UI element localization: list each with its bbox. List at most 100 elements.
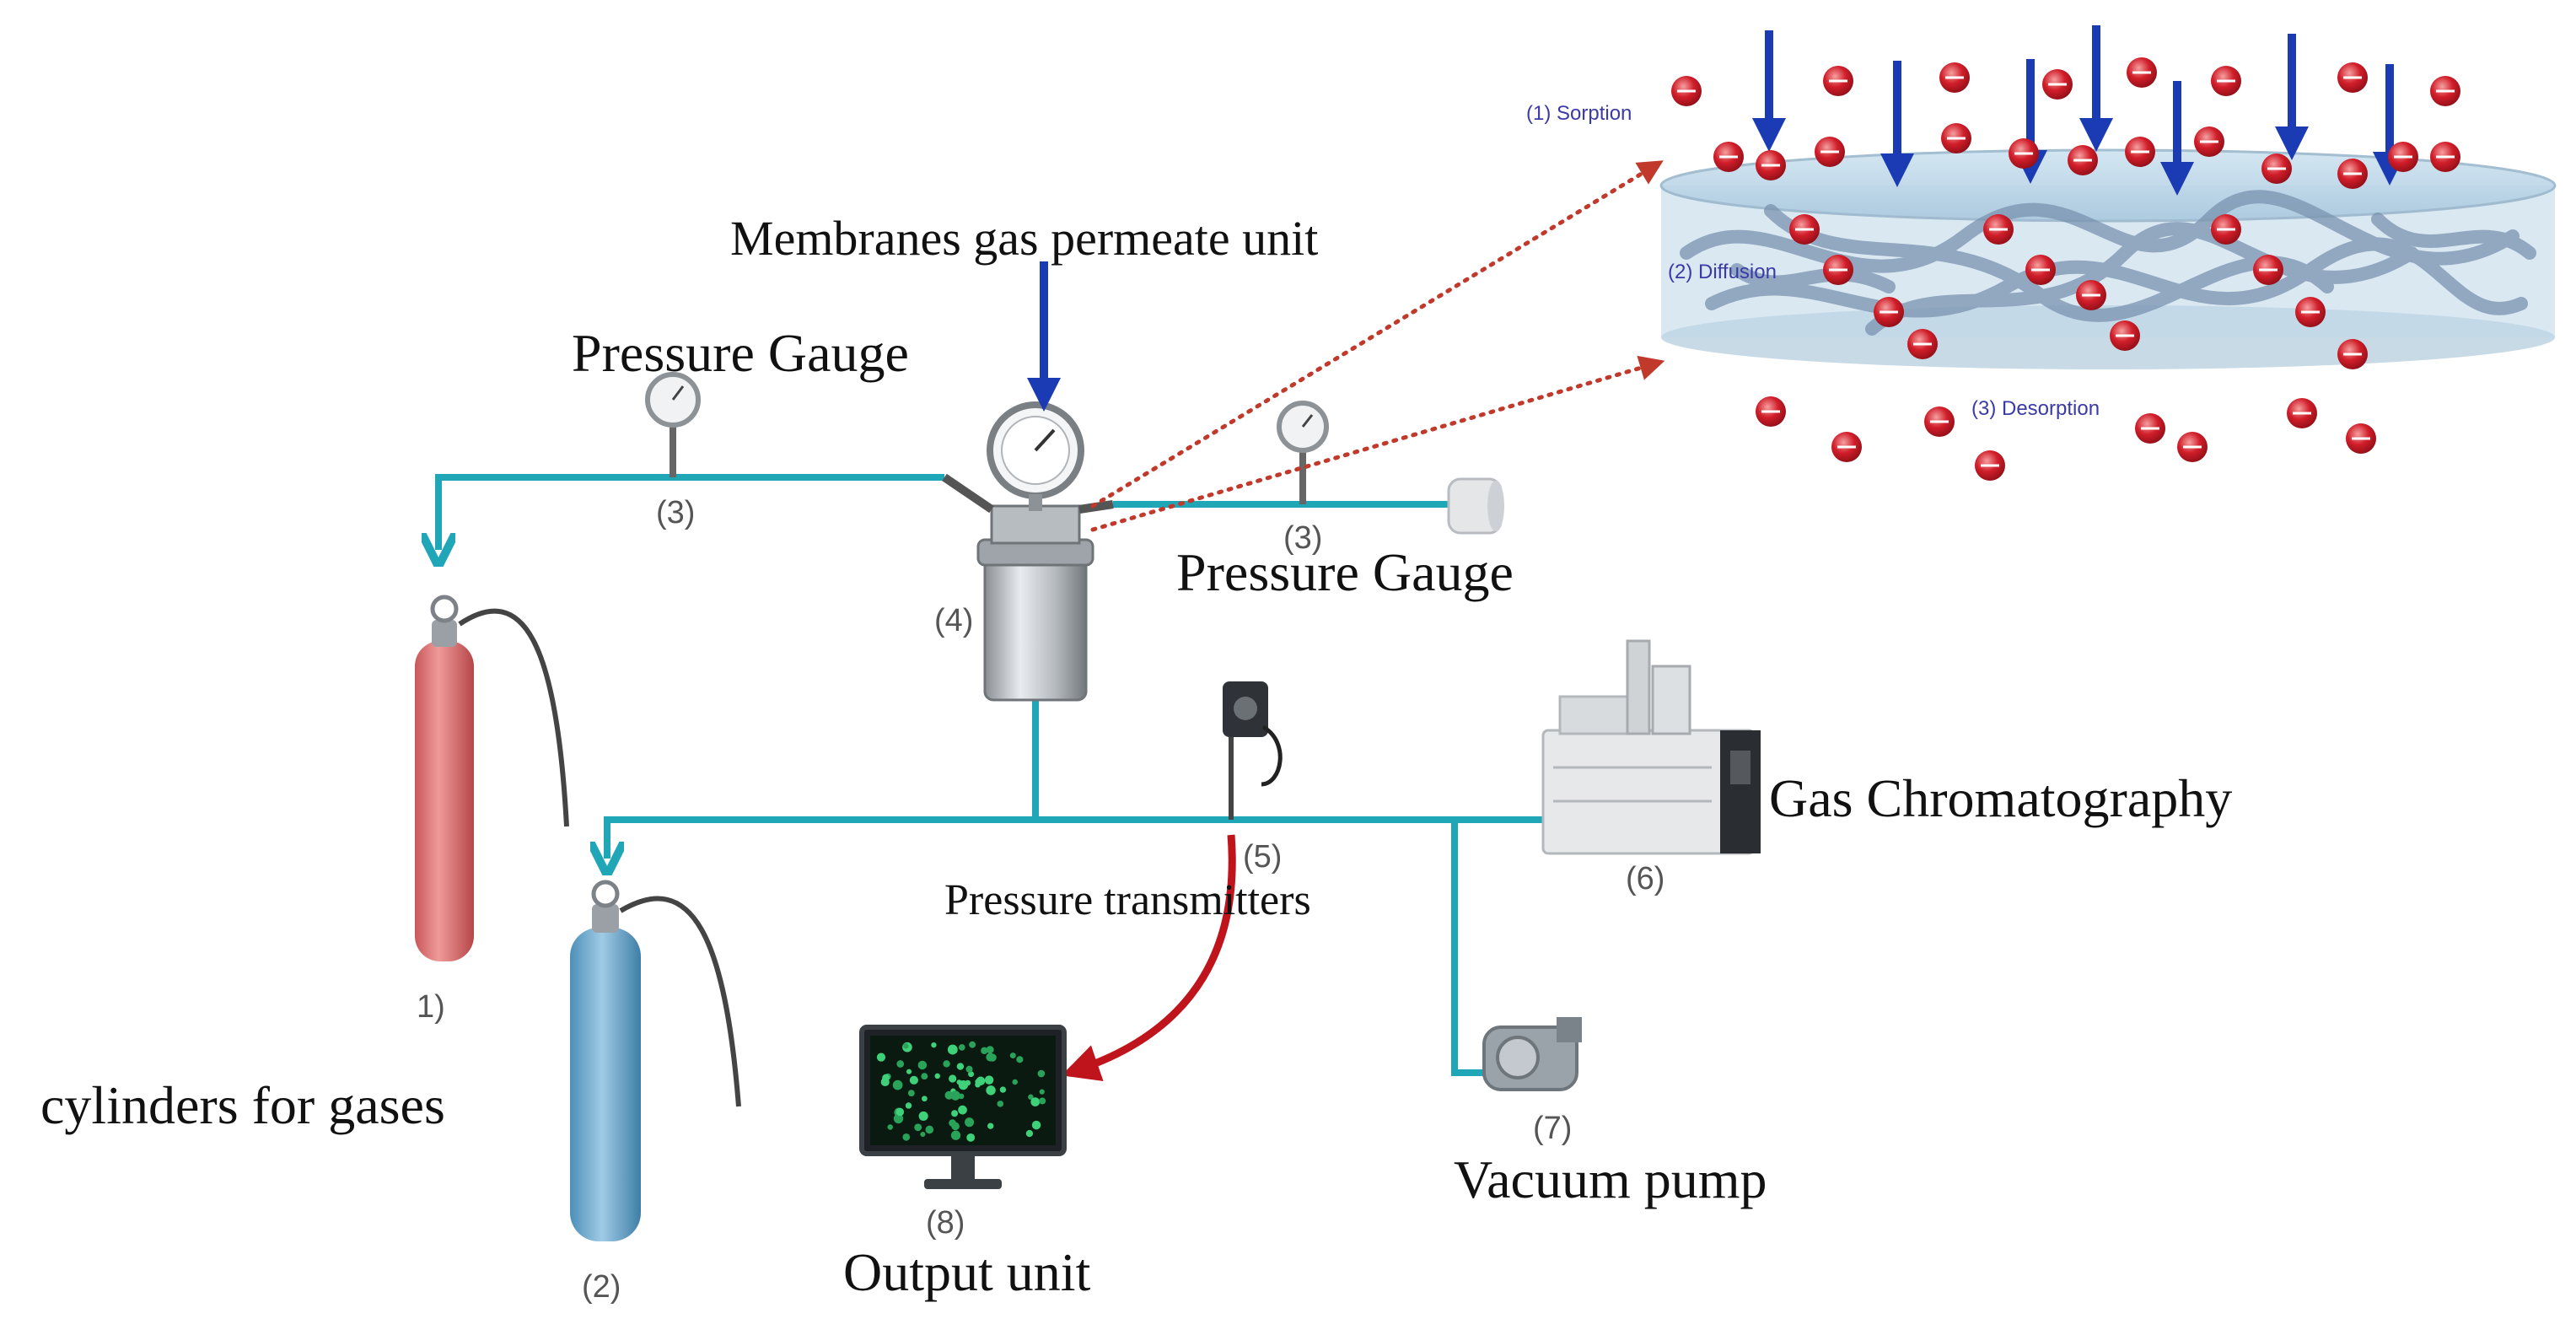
screen-dot [950, 1090, 960, 1101]
num-5: (5) [1243, 839, 1282, 875]
screen-dot [1031, 1120, 1041, 1130]
screen-dot [997, 1101, 1004, 1107]
screen-dot [934, 1073, 940, 1079]
screen-dot [921, 1073, 928, 1080]
num-3-left: (3) [656, 495, 695, 530]
membrane-permeation-cell [942, 401, 1114, 702]
label-pressure-transmitters: Pressure transmitters [944, 876, 1311, 924]
screen-dot [984, 1075, 994, 1085]
label-gas-chromatography: Gas Chromatography [1769, 768, 2232, 828]
vacuum-pipe [1451, 820, 1484, 1076]
screen-dot [965, 1117, 975, 1128]
screen-dot [931, 1042, 937, 1048]
label-pressure-gauge-right: Pressure Gauge [1176, 542, 1514, 602]
num-7: (7) [1533, 1111, 1572, 1146]
screen-dot [975, 1082, 981, 1088]
cell-vessel [983, 555, 1088, 702]
pressure-transmitter [1061, 681, 1283, 1081]
screen-dot [1016, 1056, 1024, 1063]
main-horizontal-pipe [607, 816, 1543, 859]
cylinder-valve [432, 620, 457, 647]
top-left-pipe [438, 474, 944, 550]
signal-arrow [1061, 834, 1236, 1081]
screen-dot [968, 1071, 975, 1078]
screen-dot [986, 1046, 994, 1054]
gas-molecules [1671, 57, 2460, 481]
valve-wheel-icon [430, 595, 459, 623]
screen-dot [920, 1132, 926, 1138]
screen-dot [958, 1105, 967, 1115]
screen-dot [905, 1102, 912, 1109]
screen-dot [925, 1125, 934, 1134]
screen-dot [914, 1123, 922, 1132]
label-diffusion: (2) Diffusion [1668, 261, 1777, 283]
pressure-gauge-left [645, 372, 701, 477]
screen-dot [876, 1052, 886, 1062]
screen-dot [1012, 1079, 1018, 1085]
label-desorption: (3) Desorption [1971, 397, 2100, 420]
screen-dot [956, 1063, 965, 1070]
screen-dot [951, 1122, 960, 1131]
cylinder-valve [592, 904, 619, 933]
screen-dot [1037, 1069, 1046, 1078]
screen-dot [986, 1085, 996, 1095]
screen-data-points [876, 1041, 1046, 1142]
screen-dot [921, 1095, 928, 1102]
screen-dot [969, 1041, 976, 1048]
gas-cylinder-1 [415, 595, 569, 961]
screen-dot [918, 1111, 928, 1121]
screen-dot [906, 1069, 912, 1074]
screen-dot [958, 1044, 965, 1051]
num-1: 1) [417, 989, 445, 1025]
screen-dot [1025, 1129, 1034, 1138]
screen-dot [1028, 1094, 1034, 1101]
output-monitor [859, 1025, 1067, 1189]
screen-dot [896, 1060, 905, 1068]
screen-dot [943, 1060, 950, 1068]
screen-dot [986, 1052, 995, 1062]
regulator-hose [619, 896, 741, 1107]
screen-dot [951, 1110, 959, 1117]
screen-dot [966, 1133, 976, 1142]
label-pressure-gauge-left: Pressure Gauge [572, 323, 909, 383]
screen-dot [882, 1074, 890, 1082]
num-4: (4) [934, 603, 973, 638]
screen-dot [1030, 1097, 1041, 1106]
cylinder-body-blue [570, 928, 641, 1241]
vacuum-pump [1482, 1017, 1582, 1091]
num-6: (6) [1626, 861, 1664, 896]
label-vacuum-pump: Vacuum pump [1454, 1149, 1767, 1209]
gas-cylinder-2 [570, 880, 741, 1241]
callout-line-bottom [1090, 355, 1665, 532]
screen-dot [902, 1133, 911, 1141]
screen-dot [892, 1079, 903, 1090]
screen-dot [981, 1047, 988, 1055]
screen-dot [1039, 1097, 1046, 1105]
label-sorption: (1) Sorption [1526, 102, 1632, 125]
screen-dot [965, 1065, 973, 1073]
screen-dot [907, 1090, 915, 1097]
polymer-chains [1680, 190, 2536, 336]
cylinder-body-red [415, 641, 474, 961]
screen-dot [887, 1124, 893, 1130]
num-2: (2) [582, 1269, 621, 1305]
num-8: (8) [926, 1205, 965, 1241]
membrane-inset: (1) Sorption (2) Diffusion (3) Desorptio… [1526, 25, 2557, 481]
num-3-right: (3) [1283, 520, 1322, 556]
screen-dot [1039, 1089, 1045, 1095]
screen-dot [895, 1107, 905, 1117]
screen-dot [909, 1075, 918, 1085]
screen-dot [950, 1130, 961, 1140]
label-cylinders: cylinders for gases [40, 1075, 445, 1135]
screen-dot [958, 1079, 969, 1090]
screen-dot [947, 1044, 958, 1055]
screen-dot [917, 1060, 928, 1070]
outlet-filter [1447, 477, 1504, 535]
callout-line-top [1090, 160, 1664, 509]
label-membranes-unit: Membranes gas permeate unit [730, 211, 1318, 266]
screen-dot [949, 1074, 957, 1083]
screen-dot [1009, 1052, 1016, 1059]
regulator-hose [458, 608, 569, 827]
gas-chromatograph [1541, 639, 1761, 855]
